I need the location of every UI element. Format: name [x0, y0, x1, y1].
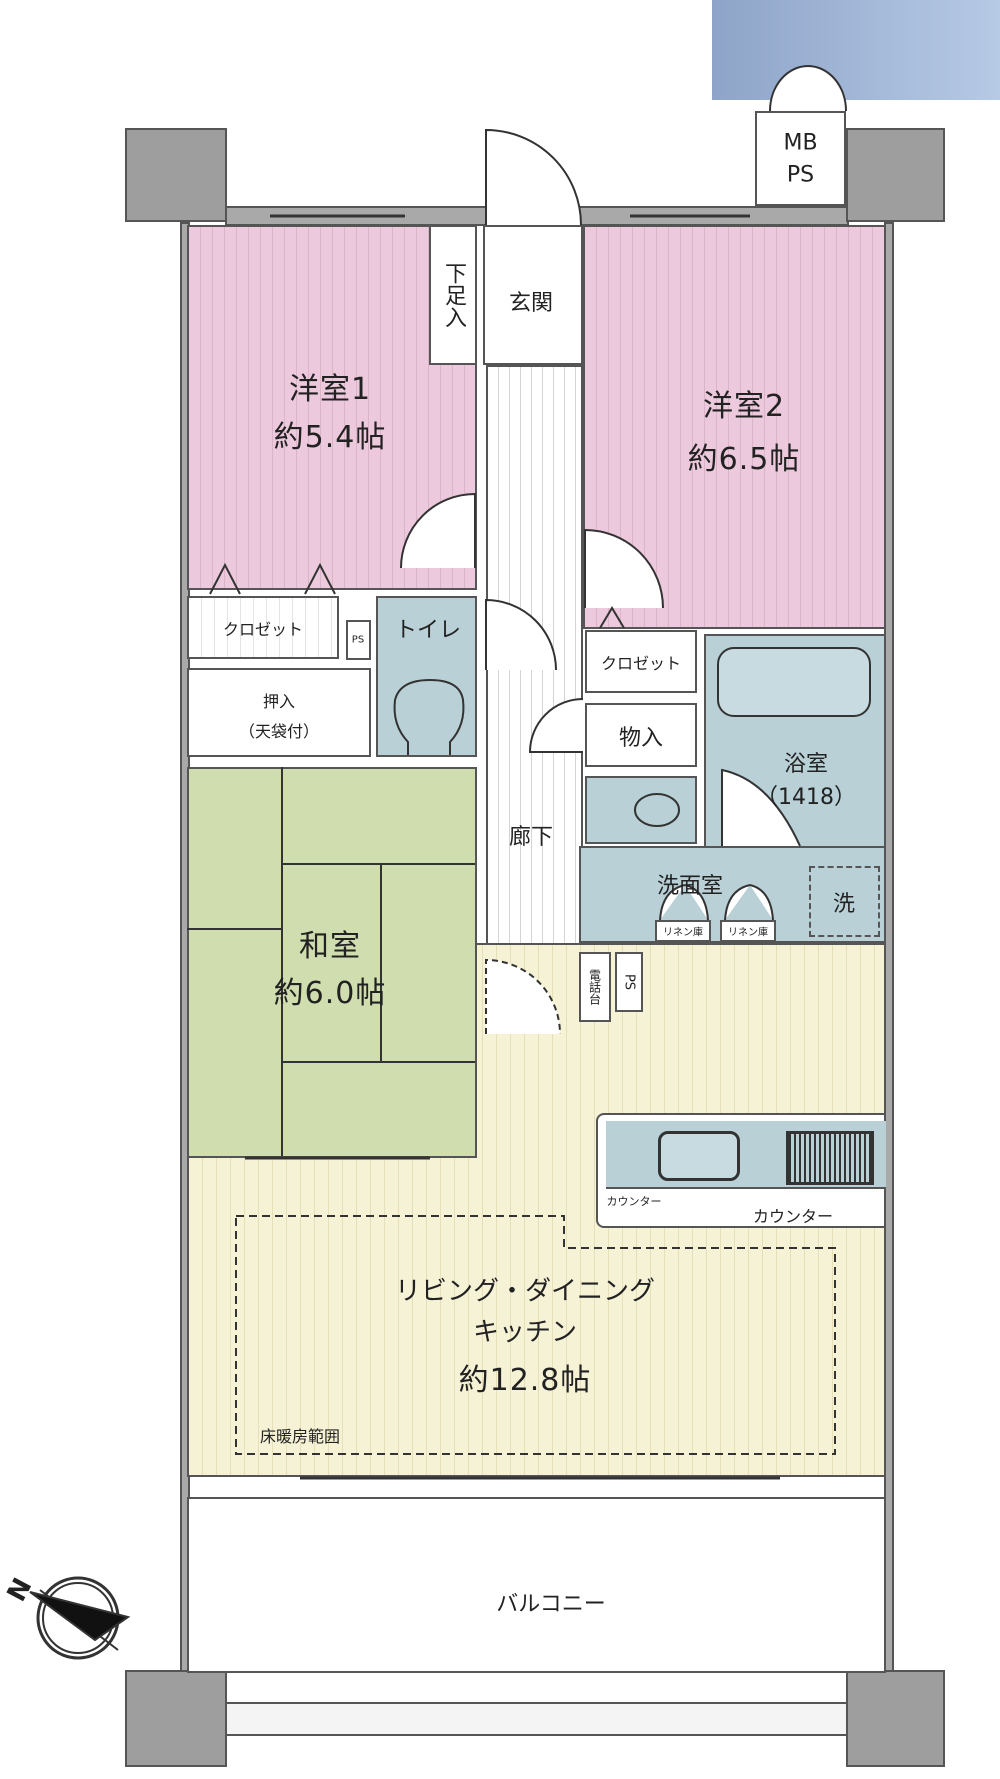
toilet-icon [393, 678, 465, 755]
storage-label: 物入 [618, 726, 664, 751]
kitchen-counter: カウンター カウンター [596, 1113, 886, 1228]
pillar-top-right [846, 128, 945, 222]
closet-right [585, 630, 697, 693]
linen-storage-1: リネン庫 [655, 920, 711, 942]
balcony-label: バルコニー [496, 1592, 606, 1617]
closet-right-label: クロゼット [600, 654, 682, 673]
bath-label: 浴室 [783, 752, 829, 777]
closet-left [187, 596, 339, 659]
washer-label: 洗 [832, 892, 856, 917]
bathtub-icon [717, 647, 871, 717]
ps-toilet-box [346, 620, 371, 660]
ldk-line1: リビング・ダイニング [394, 1276, 656, 1307]
storage [585, 703, 697, 767]
entrance [483, 225, 583, 365]
oshiire-label: 押入 [262, 692, 296, 711]
door-bath[interactable] [721, 768, 801, 847]
north-arrow-icon [29, 1576, 131, 1660]
linen-label-1: リネン庫 [663, 927, 703, 939]
oshiire-note: （天袋付） [238, 722, 320, 741]
linen-label-2: リネン庫 [728, 927, 768, 939]
washroom-label: 洗面室 [656, 874, 724, 899]
door-toilet[interactable] [485, 598, 557, 671]
door-storage[interactable] [528, 698, 584, 753]
floor-heating-area [235, 1215, 836, 1455]
ps-ldk-label: PS [621, 973, 637, 991]
door-washroom[interactable] [659, 884, 774, 921]
header-band [712, 0, 1000, 100]
counter-label: カウンター [752, 1207, 834, 1226]
mb-ps-label: PS [786, 162, 815, 188]
pillar-top-left [125, 128, 227, 222]
western-1-size: 約5.4帖 [273, 420, 387, 455]
washitsu-name: 和室 [299, 929, 361, 964]
ldk-size: 約12.8帖 [458, 1363, 592, 1398]
western-2-name: 洋室2 [702, 389, 786, 424]
toilet-room [376, 596, 477, 757]
shoe-storage-label: 下足入 [441, 262, 466, 328]
western-2-size: 約6.5帖 [687, 442, 801, 477]
pillar-bottom-left [125, 1670, 227, 1767]
room-washitsu [187, 767, 477, 1158]
entrance-label: 玄関 [508, 291, 554, 316]
mb-label: MB [783, 130, 818, 156]
stove-icon [786, 1131, 874, 1185]
tatami-lines [187, 767, 475, 1156]
washitsu-size: 約6.0帖 [273, 976, 387, 1011]
shoe-storage: 下足入 [429, 225, 477, 365]
basin-icon [634, 793, 680, 827]
hallway-label: 廊下 [508, 825, 554, 850]
pillar-bottom-right [846, 1670, 945, 1767]
door-western-2[interactable] [584, 528, 664, 609]
closet-right-doors [599, 606, 625, 629]
door-mb[interactable] [769, 65, 847, 112]
western-1-name: 洋室1 [288, 372, 372, 407]
toilet-label: トイレ [394, 618, 462, 643]
washer-space [809, 866, 880, 937]
closet-left-doors [209, 562, 336, 595]
phone-stand: 電話台 [579, 952, 611, 1022]
ps-ldk-box: PS [615, 952, 643, 1012]
floor-heating-label: 床暖房範囲 [259, 1427, 341, 1446]
counter-small-label: カウンター [606, 1195, 662, 1208]
balcony-rail [227, 1702, 846, 1736]
balcony [187, 1497, 886, 1673]
oshiire [187, 668, 371, 757]
ps-toilet-label: PS [351, 634, 365, 646]
sink-icon [658, 1131, 740, 1181]
ldk-line2: キッチン [472, 1317, 578, 1348]
bath-size: （1418） [756, 785, 856, 810]
door-washitsu[interactable] [485, 958, 561, 1035]
mb-ps-box: MB PS [755, 111, 846, 206]
door-entrance[interactable] [485, 128, 582, 226]
closet-left-label: クロゼット [222, 620, 304, 639]
linen-storage-2: リネン庫 [720, 920, 776, 942]
phone-stand-label: 電話台 [587, 969, 602, 1005]
door-western-1[interactable] [400, 492, 476, 569]
windows [245, 214, 780, 1480]
